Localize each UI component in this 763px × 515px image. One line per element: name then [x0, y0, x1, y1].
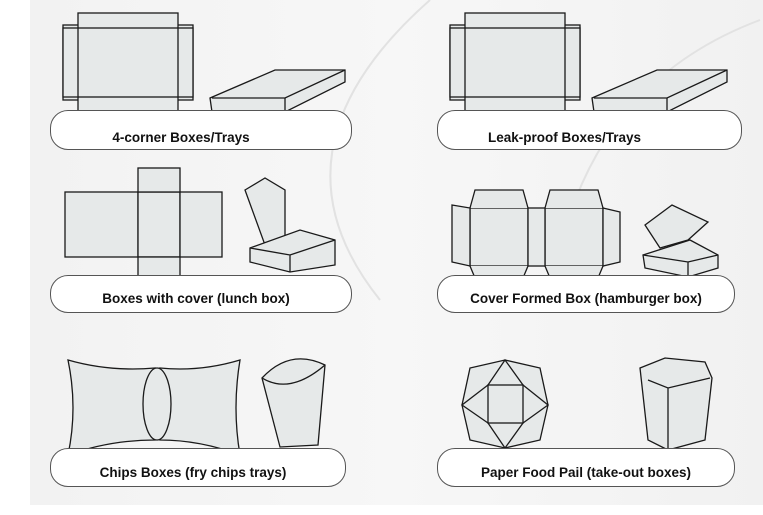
label-lunch-box: Boxes with cover (lunch box)	[50, 275, 352, 313]
leak-proof-tray-diagram	[449, 12, 728, 113]
panel-label: Cover Formed Box (hamburger box)	[470, 291, 702, 306]
label-four-corner-boxes: 4-corner Boxes/Trays	[50, 110, 352, 150]
lunch-box-diagram	[64, 167, 336, 282]
label-food-pail: Paper Food Pail (take-out boxes)	[437, 448, 735, 487]
chips-box-diagram	[67, 358, 326, 457]
panel-label: Boxes with cover (lunch box)	[102, 291, 290, 306]
panel-label: Paper Food Pail (take-out boxes)	[480, 465, 692, 480]
panel-label: 4-corner Boxes/Trays	[112, 130, 250, 145]
label-chips-boxes: Chips Boxes (fry chips trays)	[50, 448, 346, 487]
four-corner-tray-diagram	[62, 12, 346, 113]
label-hamburger-box: Cover Formed Box (hamburger box)	[437, 275, 735, 313]
label-leak-proof-boxes: Leak-proof Boxes/Trays	[437, 110, 742, 150]
food-pail-diagram	[460, 357, 713, 451]
panel-label: Leak-proof Boxes/Trays	[487, 130, 642, 145]
hamburger-box-diagram	[451, 189, 719, 279]
panel-label: Chips Boxes (fry chips trays)	[99, 465, 287, 480]
